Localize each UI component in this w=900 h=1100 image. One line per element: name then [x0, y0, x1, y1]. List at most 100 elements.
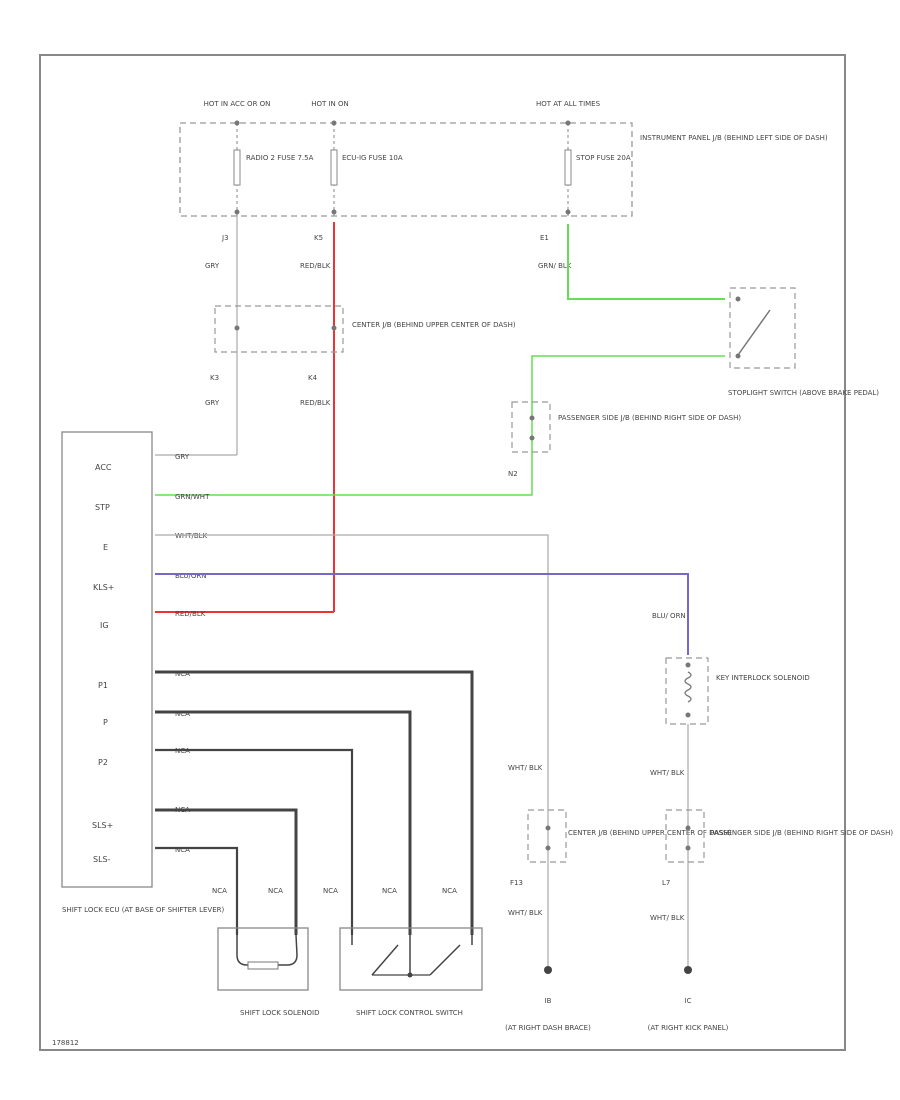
shift-lock-control-switch-box: [339, 927, 483, 991]
left-wire-top: WHT/ BLK: [508, 764, 543, 772]
conn-k4: K4: [308, 374, 318, 382]
conn-n2: N2: [508, 470, 518, 478]
center-jb-dot2: [331, 325, 337, 331]
key-interlock-wire: BLU/ ORN: [652, 612, 686, 620]
switch-nca-1: NCA: [323, 887, 338, 895]
conn-e1: E1: [540, 234, 549, 242]
conn-f13: F13: [510, 879, 523, 887]
key-interlock-coil: [684, 671, 692, 703]
passenger-jb-bottom-box: [665, 809, 705, 863]
shift-lock-control-switch-label: SHIFT LOCK CONTROL SWITCH: [356, 1009, 463, 1017]
fuse2-symbol: [330, 149, 338, 186]
passenger-jb-top-box: [511, 401, 551, 453]
wire-p: [155, 710, 412, 935]
ecu-wire-e: WHT/BLK: [175, 532, 208, 540]
switch-blade-1: [371, 944, 399, 976]
passenger-jb-top-label: PASSENGER SIDE J/B (BEHIND RIGHT SIDE OF…: [558, 414, 741, 422]
ecu-wire-slsm: NCA: [175, 846, 190, 854]
key-interlock-label: KEY INTERLOCK SOLENOID: [716, 674, 810, 682]
ecu-wire-kls: BLU/ORN: [175, 572, 206, 580]
ki-dot1: [685, 662, 691, 668]
ki-dot2: [685, 712, 691, 718]
pjb-bot-dot2: [685, 845, 691, 851]
ecu-pin-slsm: SLS-: [93, 855, 111, 864]
ecu-wire-p: NCA: [175, 710, 190, 718]
ecu-pin-p2: P2: [98, 758, 108, 767]
ecu-wire-ig: RED/BLK: [175, 610, 206, 618]
ground-ic-label: IC: [685, 997, 692, 1005]
wire-gry-2: GRY: [205, 399, 220, 407]
fuse1-top-dot: [234, 120, 240, 126]
ecu-pin-p1: P1: [98, 681, 108, 690]
fuse1-label: RADIO 2 FUSE 7.5A: [246, 154, 314, 162]
center-jb-dot1: [234, 325, 240, 331]
fuse3-bottom-dot: [565, 209, 571, 215]
cjb-bot-dot2: [545, 845, 551, 851]
fuse3-symbol: [564, 149, 572, 186]
shift-lock-ecu-box: [61, 431, 153, 888]
ecu-pin-ig: IG: [100, 621, 109, 630]
wire-green-stop: [567, 224, 725, 300]
conn-l7: L7: [662, 879, 670, 887]
pass-jb-dot1: [529, 415, 535, 421]
ecu-caption: SHIFT LOCK ECU (AT BASE OF SHIFTER LEVER…: [62, 906, 224, 914]
wire-redblk-2: RED/BLK: [300, 399, 331, 407]
fuse2-bottom-dot: [331, 209, 337, 215]
wire-gry-1: GRY: [205, 262, 220, 270]
ground-ic: [684, 966, 692, 974]
wire-slsp: [155, 808, 298, 935]
stoplight-dot1: [735, 296, 741, 302]
fuse2-label: ECU-IG FUSE 10A: [342, 154, 403, 162]
ecu-pin-slsp: SLS+: [92, 821, 113, 830]
ecu-wire-acc: GRY: [175, 453, 190, 461]
conn-k3: K3: [210, 374, 219, 382]
ecu-pin-acc: ACC: [95, 463, 112, 472]
ecu-wire-stp: GRN/WHT: [175, 493, 210, 501]
conn-j3: J3: [221, 234, 229, 242]
instrument-panel-jb-label: INSTRUMENT PANEL J/B (BEHIND LEFT SIDE O…: [640, 134, 828, 142]
wire-slsm: [155, 846, 239, 935]
fuse3-top-dot: [565, 120, 571, 126]
shift-lock-solenoid-box: [217, 927, 309, 991]
ground-ib-label: IB: [545, 997, 552, 1005]
diagram-id: 178812: [52, 1039, 79, 1047]
fuse1-bottom-dot: [234, 209, 240, 215]
hot-on-label: HOT IN ON: [311, 100, 349, 108]
stoplight-switch-box: [729, 287, 796, 369]
solenoid-nca-1: NCA: [212, 887, 227, 895]
switch-nca-2: NCA: [382, 887, 397, 895]
sw-center-dot: [407, 972, 413, 978]
wire-green-stp: [155, 355, 725, 496]
solenoid-coil-loop: [236, 934, 298, 966]
instrument-panel-jb-box: [179, 122, 633, 217]
hot-acc-label: HOT IN ACC OR ON: [204, 100, 271, 108]
wire-kls-purple: [155, 573, 689, 655]
wire-redblk-1: RED/BLK: [300, 262, 331, 270]
ecu-pin-p: P: [103, 718, 108, 727]
ground-ib-location: (AT RIGHT DASH BRACE): [505, 1024, 591, 1032]
center-jb-top-box: [214, 305, 344, 353]
key-interlock-wire-below: WHT/ BLK: [650, 769, 685, 777]
fuse2-top-dot: [331, 120, 337, 126]
ecu-pin-e: E: [103, 543, 108, 552]
pjb-bot-dot1: [685, 825, 691, 831]
pass-jb-dot2: [529, 435, 535, 441]
ecu-pin-kls: KLS+: [93, 583, 114, 592]
cjb-bot-dot1: [545, 825, 551, 831]
diagram-frame: [39, 54, 846, 1051]
stoplight-switch-blade: [737, 309, 771, 356]
ground-ic-location: (AT RIGHT KICK PANEL): [648, 1024, 729, 1032]
wire-p2: [155, 748, 354, 935]
right-wire-bottom: WHT/ BLK: [650, 914, 685, 922]
passenger-jb-bottom-label: PASSENGER SIDE J/B (BEHIND RIGHT SIDE OF…: [710, 829, 893, 837]
center-jb-bottom-label: CENTER J/B (BEHIND UPPER CENTER OF DASH): [568, 829, 732, 837]
hot-at-label: HOT AT ALL TIMES: [536, 100, 601, 108]
stoplight-dot2: [735, 353, 741, 359]
center-jb-top-label: CENTER J/B (BEHIND UPPER CENTER OF DASH): [352, 321, 516, 329]
wire-p1: [155, 670, 474, 935]
switch-nca-3: NCA: [442, 887, 457, 895]
shift-lock-solenoid-label: SHIFT LOCK SOLENOID: [240, 1009, 320, 1017]
solenoid-nca-2: NCA: [268, 887, 283, 895]
ecu-pin-stp: STP: [95, 503, 110, 512]
